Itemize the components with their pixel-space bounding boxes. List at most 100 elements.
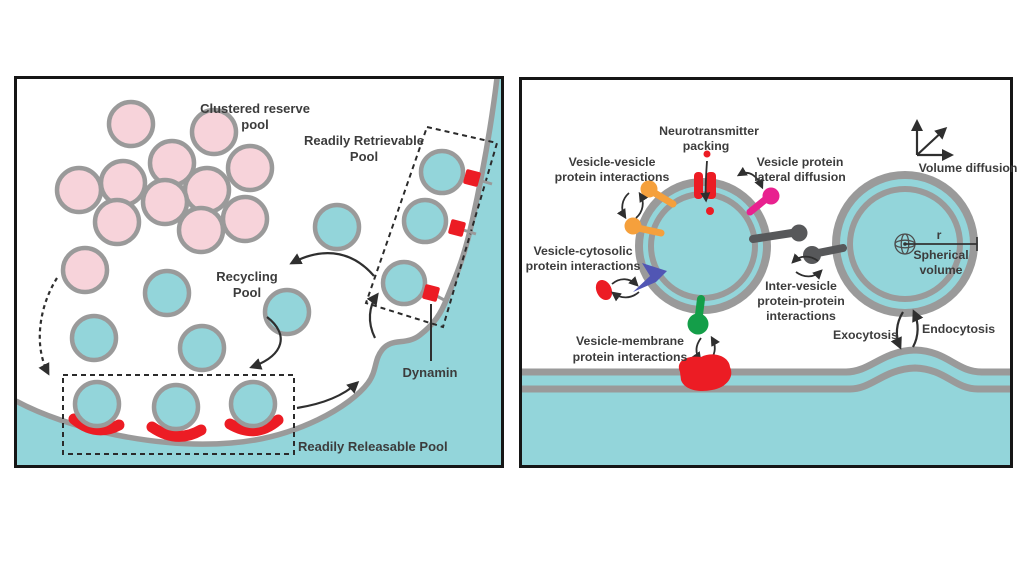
vesicle-vesicle-protein [624,217,642,235]
releasable-pool-vesicle [228,379,278,429]
retrievable-pool-vesicle [380,259,428,307]
dynamin-protein [448,219,466,237]
recycling-pool-vesicle [69,313,119,363]
recycling-pool-vesicle [177,323,227,373]
inter-vesicle-protein-bar [814,244,847,257]
reserve-pool-vesicle [98,158,148,208]
dynamin-protein [463,169,481,187]
releasable-pool-outline [62,374,295,455]
synaptic-vesicle-right: r Spherical volume [832,171,978,317]
label-vesicle-membrane-1: Vesicle-membrane [576,334,684,348]
lateral-protein [762,187,780,205]
neurotransmitter-dot-inside [706,207,714,215]
label-vesicle-vesicle-1: Vesicle-vesicle [569,155,656,169]
docking-protein-patch [68,413,125,436]
label-inter-vesicle-3: interactions [766,309,836,323]
dynamin-protein [422,284,440,302]
label-readily-retrievable-1: Readily Retrievable [304,133,424,148]
label-dynamin: Dynamin [403,365,458,380]
inter-vesicle-protein-bar [749,229,796,243]
reserve-pool-vesicle [60,245,110,295]
recycling-pool-vesicle [262,287,312,337]
label-endocytosis: Endocytosis [922,322,995,336]
retrievable-pool-vesicle [401,197,449,245]
label-exocytosis: Exocytosis [833,328,898,342]
arrow-vesicle-cytosolic-b [611,291,640,302]
vesicle-vesicle-protein-tail [634,224,665,237]
label-vesicle-cytosolic-1: Vesicle-cytosolic [533,244,632,258]
recycling-pool-vesicles [69,202,362,373]
reserve-pool-vesicle [92,197,142,247]
arrow-endocytosis [912,309,924,348]
docking-protein-patch [224,414,284,436]
label-inter-vesicle-2: protein-protein [757,294,844,308]
reserve-pool-vesicle [189,107,239,157]
recycling-pool-vesicle [312,202,362,252]
arrow-vesicle-vesicle-b [635,191,649,219]
right-panel: r Spherical volume [519,77,1018,468]
releasable-pool-vesicle [151,382,201,432]
reserve-pool-vesicle [140,177,190,227]
arrow-vesicle-vesicle-a [616,192,630,220]
label-clustered-reserve-1: Clustered reserve [200,101,310,116]
arrow-retrievable-to-recycling [289,252,375,277]
extracellular-space [522,351,1010,465]
reserve-pool-cluster [54,99,275,295]
arrow-inter-vesicle-a [791,253,819,264]
reserve-pool-vesicle [220,194,270,244]
label-vesicle-vesicle-2: protein interactions [555,170,670,184]
docking-protein-patch [146,421,207,442]
label-vesicle-membrane-2: protein interactions [573,350,688,364]
neurotransmitter-channel [694,172,703,199]
label-readily-retrievable-2: Pool [350,149,378,164]
cytosolic-protein-red [595,279,613,301]
arrow-vesicle-cytosolic-a [611,276,639,287]
reserve-pool-vesicle [225,143,275,193]
inter-vesicle-protein-head [790,224,808,242]
label-lateral-2: lateral diffusion [754,170,846,184]
label-neurotransmitter-1: Neurotransmitter [659,124,759,138]
arrow-neurotransmitter-packing [700,160,711,203]
recycling-pool-vesicle [142,268,192,318]
vesicle-vesicle-protein-tail [649,188,677,208]
volume-diffusion-axes [910,118,955,162]
presynaptic-membrane-line [17,79,500,447]
label-spherical-2: volume [919,263,962,277]
label-volume-diffusion: Volume diffusion [919,161,1018,175]
releasable-pool-vesicles [68,379,284,442]
plasma-membrane-outer-line [522,346,1010,376]
plasma-membrane-inner-line [522,364,1010,393]
label-recycling-2: Pool [233,285,261,300]
arrow-lateral-diffusion [736,166,764,190]
arrow-recycling-to-releasable [249,316,282,370]
reserve-pool-vesicle [54,165,104,215]
neurotransmitter-dot-outside [703,150,711,158]
arrow-releasable-to-membrane [296,380,360,410]
label-lateral-1: Vesicle protein [757,155,844,169]
label-inter-vesicle-1: Inter-vesicle [765,279,837,293]
retrievable-pool-vesicle [418,148,466,196]
presynaptic-terminal-exterior [17,79,501,465]
releasable-pool-vesicle [72,379,122,429]
label-vesicle-cytosolic-2: protein interactions [526,259,641,273]
neurotransmitter-channel [706,172,716,199]
retrievable-pool-outline [364,125,499,329]
lateral-protein-tail [746,195,770,216]
label-spherical-1: Spherical [913,248,968,262]
label-recycling-1: Recycling [216,269,277,284]
label-clustered-reserve-2: pool [241,117,268,132]
cytosolic-protein-blue [633,263,667,292]
left-panel: Clustered reserve pool Readily Retrievab… [14,76,504,468]
synaptic-vesicle-left [635,178,771,314]
membrane-protein-red-blob [678,354,732,391]
arrow-membrane-to-retrievable [366,292,379,339]
arrow-exocytosis [890,311,904,350]
label-radius: r [937,228,942,242]
arrow-inter-vesicle-b [795,269,823,280]
label-neurotransmitter-2: packing [683,139,729,153]
membrane-interaction-protein-stem [695,295,705,319]
membrane-interaction-protein [687,313,709,335]
arrow-reserve-to-releasable [38,277,58,376]
reserve-pool-vesicle [176,205,226,255]
